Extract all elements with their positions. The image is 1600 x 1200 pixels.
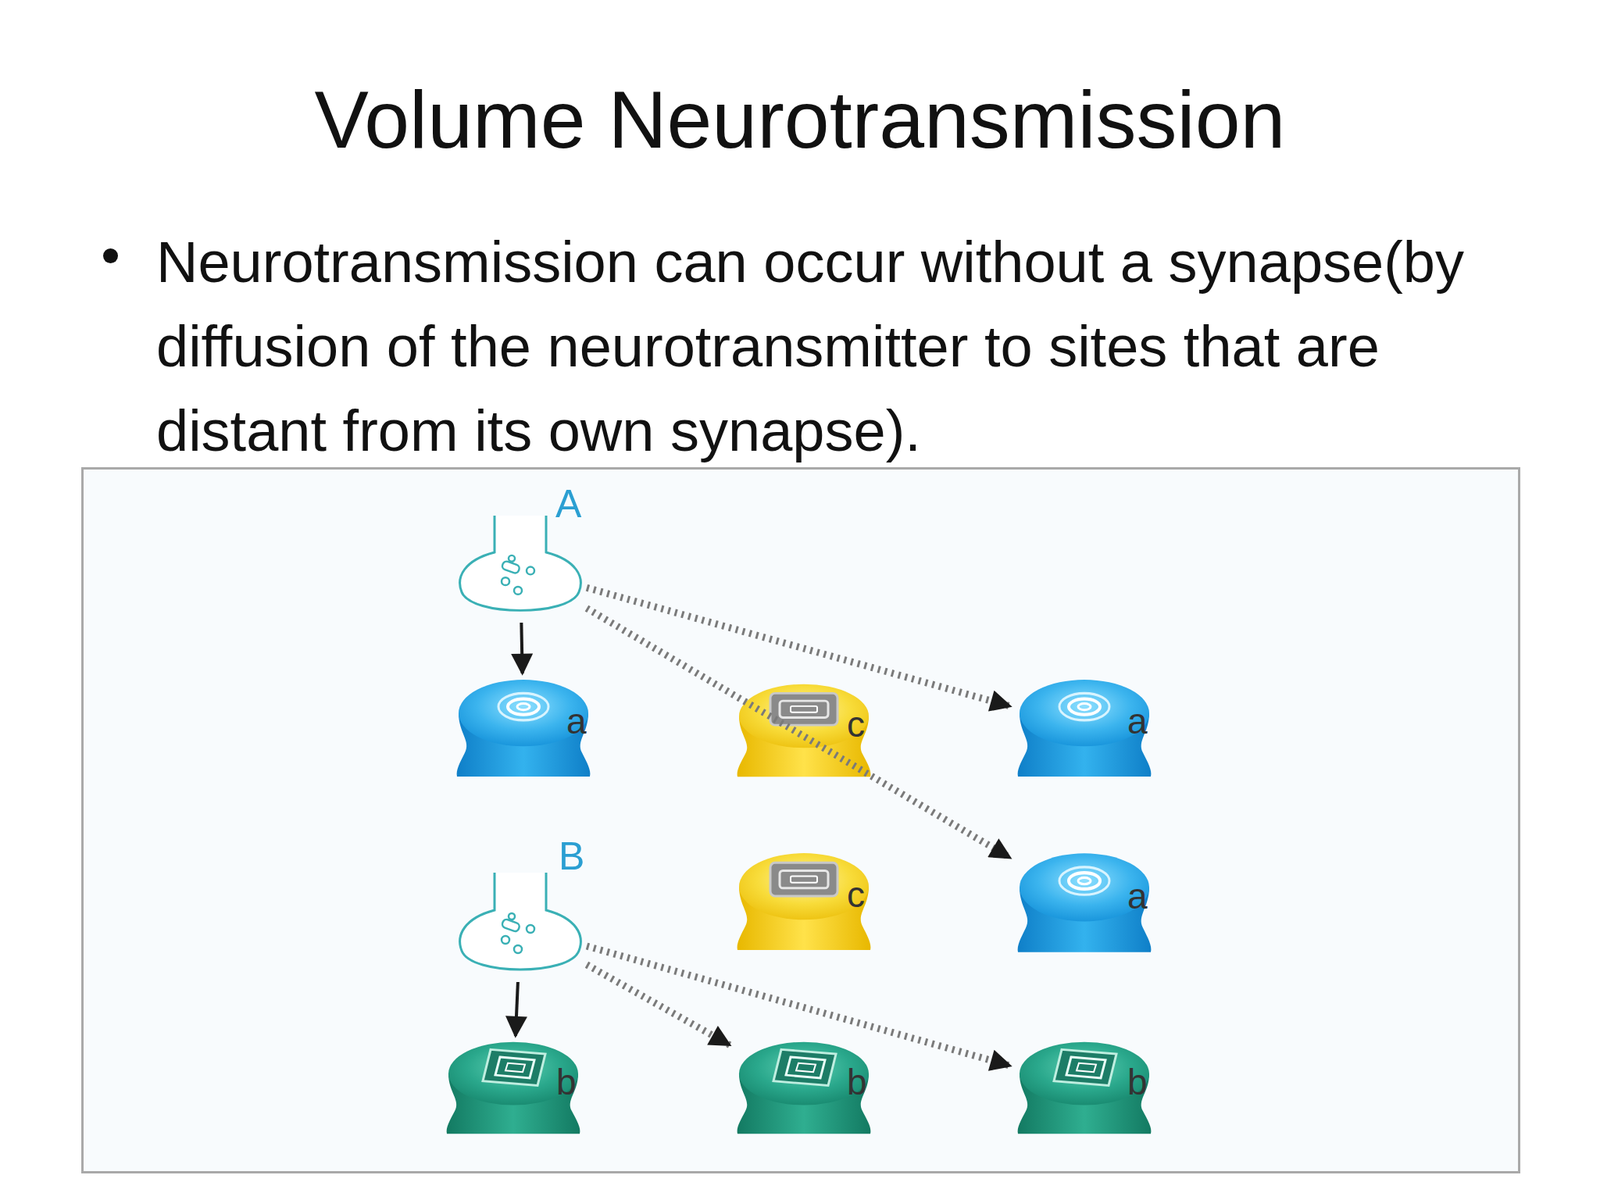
receptor: a bbox=[1010, 846, 1159, 957]
receptor: b bbox=[1010, 1035, 1159, 1138]
bullet-dot bbox=[103, 248, 118, 264]
receptor-label: c bbox=[846, 706, 865, 743]
release-arrow bbox=[521, 622, 522, 674]
diffusion-arrow bbox=[586, 946, 1011, 1066]
slide-title: Volume Neurotransmission bbox=[0, 68, 1600, 171]
nerve-terminal: A bbox=[453, 515, 587, 623]
bullet-text: Neurotransmission can occur without a sy… bbox=[156, 220, 1508, 474]
receptor: a bbox=[449, 673, 598, 781]
nerve-terminal: B bbox=[453, 872, 587, 983]
receptor-label: c bbox=[846, 876, 865, 913]
receptor-label: b bbox=[1127, 1064, 1148, 1100]
receptor: b bbox=[729, 1035, 879, 1138]
receptor: c bbox=[729, 846, 879, 954]
receptor-label: a bbox=[1127, 703, 1148, 740]
receptor-label: a bbox=[1127, 878, 1148, 915]
diffusion-arrow bbox=[586, 964, 730, 1046]
receptor-label: a bbox=[566, 703, 587, 740]
release-arrow bbox=[515, 982, 518, 1036]
receptor-label: b bbox=[846, 1064, 868, 1100]
receptor: a bbox=[1010, 673, 1159, 781]
terminal-shape bbox=[453, 515, 587, 623]
receptor: c bbox=[729, 678, 879, 781]
terminal-shape bbox=[453, 872, 587, 983]
diffusion-arrow bbox=[586, 608, 1011, 858]
receptor: b bbox=[439, 1035, 588, 1138]
bullet-text: Neurotransmission can occur without a sy… bbox=[156, 220, 1508, 474]
terminal-label: B bbox=[558, 836, 585, 876]
receptor-label: b bbox=[556, 1064, 577, 1100]
diffusion-arrow bbox=[586, 587, 1011, 707]
terminal-label: A bbox=[555, 484, 582, 524]
